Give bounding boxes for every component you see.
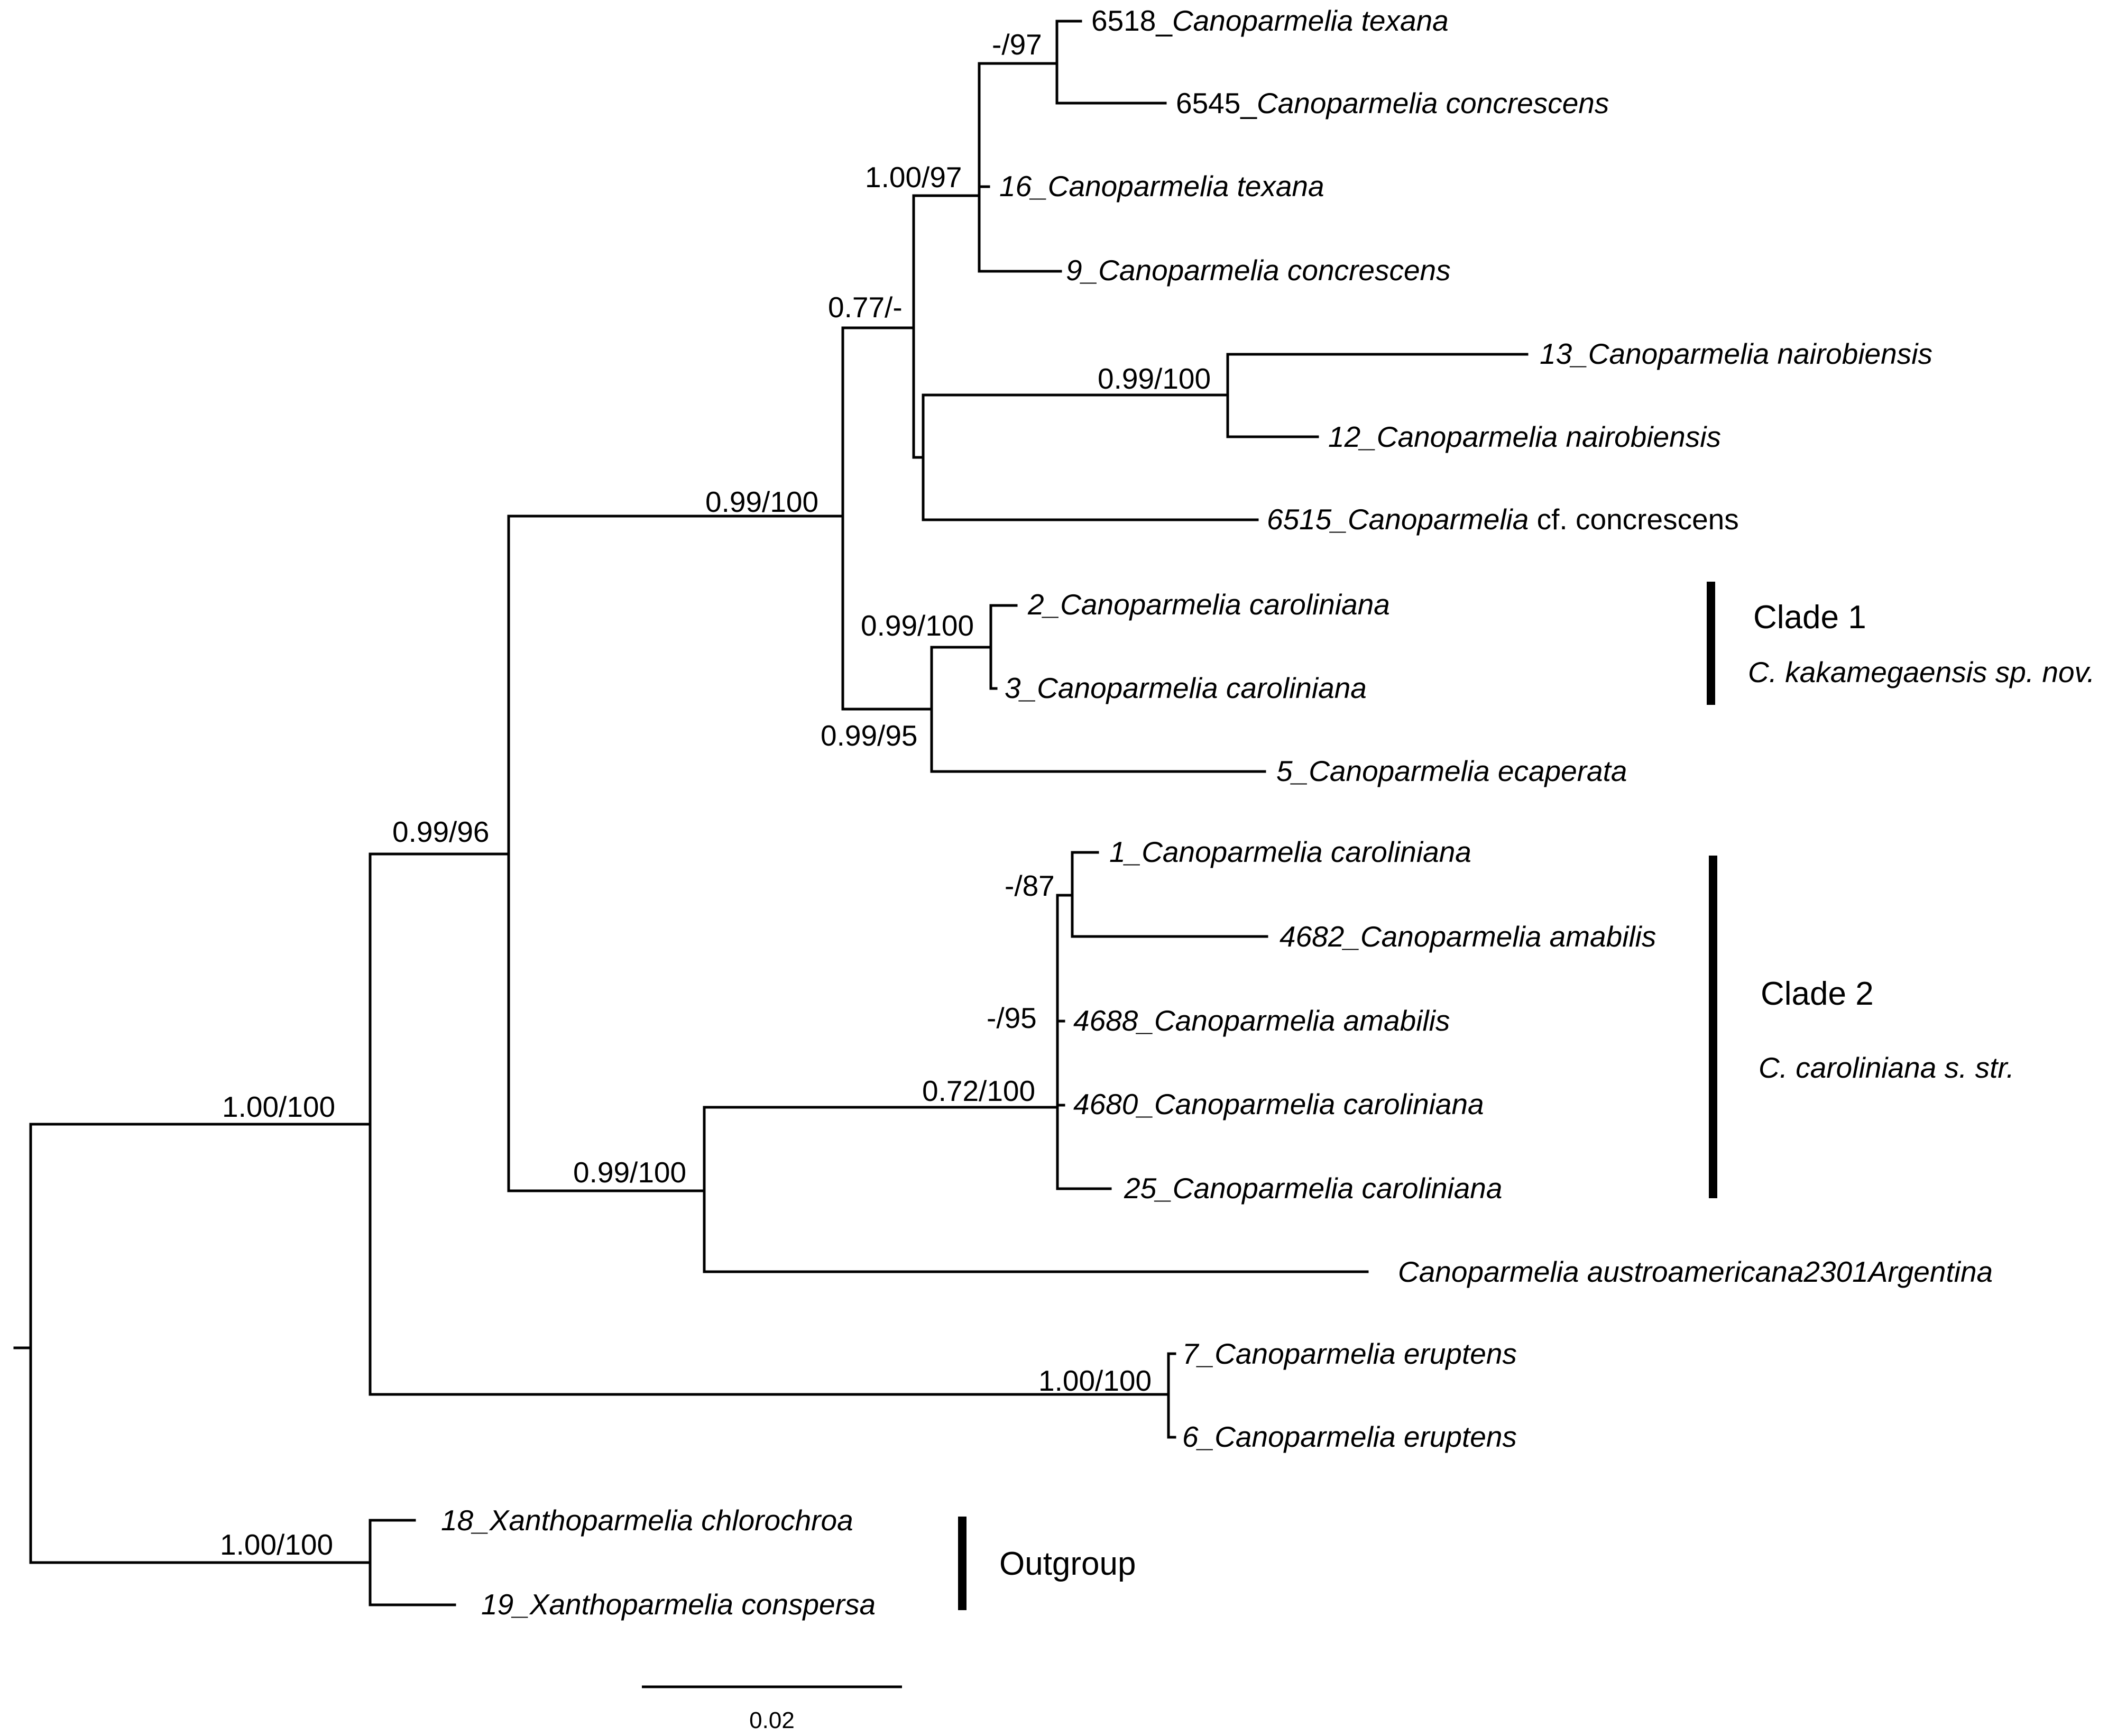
tip-label: 16_Canoparmelia texana: [999, 170, 1324, 203]
clade-annotations: Clade 1 C. kakamegaensis sp. nov. Clade …: [958, 582, 2095, 1610]
tip-label: 12_Canoparmelia nairobiensis: [1328, 420, 1721, 453]
tip-label: 6545_Canoparmelia concrescens: [1176, 87, 1609, 120]
clade1-title: Clade 1: [1753, 599, 1866, 636]
tip-label: 25_Canoparmelia caroliniana: [1124, 1172, 1502, 1205]
support-value: -/87: [1005, 869, 1055, 902]
tip-label: 19_Xanthoparmelia conspersa: [481, 1588, 876, 1621]
tip-label: 13_Canoparmelia nairobiensis: [1540, 337, 1932, 370]
scale-bar: 0.02: [642, 1685, 902, 1733]
tip-label: 6518_Canoparmelia texana: [1091, 4, 1449, 37]
tip-label: 4688_Canoparmelia amabilis: [1073, 1004, 1450, 1037]
outgroup-title: Outgroup: [999, 1546, 1136, 1582]
tip-label: 1_Canoparmelia caroliniana: [1109, 835, 1471, 868]
support-value: 0.77/-: [828, 291, 903, 324]
tip-label: 4682_Canoparmelia amabilis: [1280, 920, 1656, 953]
tip-label: 6515_Canoparmelia cf. concrescens: [1267, 503, 1739, 536]
support-value: 1.00/100: [222, 1090, 335, 1123]
tip-labels: 6518_Canoparmelia texana 6545_Canoparmel…: [441, 4, 1993, 1621]
tip-label: 9_Canoparmelia concrescens: [1066, 254, 1451, 287]
clade2-subtitle: C. caroliniana s. str.: [1759, 1051, 2014, 1084]
support-value: 0.72/100: [922, 1074, 1035, 1107]
tip-label: 18_Xanthoparmelia chlorochroa: [441, 1504, 853, 1537]
support-value: 1.00/100: [220, 1528, 333, 1561]
support-values: -/97 1.00/97 0.77/- 0.99/100 0.99/100 0.…: [220, 28, 1211, 1561]
clade1-subtitle: C. kakamegaensis sp. nov.: [1748, 656, 2095, 688]
support-value: 0.99/100: [861, 609, 974, 642]
tip-label: 7_Canoparmelia eruptens: [1182, 1337, 1517, 1370]
tip-label: 2_Canoparmelia caroliniana: [1027, 588, 1390, 621]
tip-label: 6_Canoparmelia eruptens: [1182, 1420, 1517, 1453]
support-value: 0.99/95: [821, 719, 918, 752]
clade2-title: Clade 2: [1761, 976, 1874, 1012]
support-value: 0.99/96: [392, 815, 490, 848]
support-value: 0.99/100: [1098, 362, 1211, 395]
support-value: 0.99/100: [705, 485, 818, 518]
support-value: -/95: [987, 1002, 1037, 1034]
support-value: 0.99/100: [573, 1156, 686, 1189]
tree-branches: [13, 20, 1529, 1606]
support-value: 1.00/97: [865, 161, 962, 194]
tip-label: 5_Canoparmelia ecaperata: [1276, 755, 1627, 787]
tip-label: Canoparmelia austroamericana2301Argentin…: [1398, 1255, 1993, 1288]
tip-label: 4680_Canoparmelia caroliniana: [1073, 1088, 1484, 1120]
scale-bar-label: 0.02: [749, 1707, 795, 1733]
support-value: -/97: [992, 28, 1042, 61]
support-value: 1.00/100: [1038, 1364, 1152, 1397]
tip-label: 3_Canoparmelia caroliniana: [1005, 672, 1367, 704]
